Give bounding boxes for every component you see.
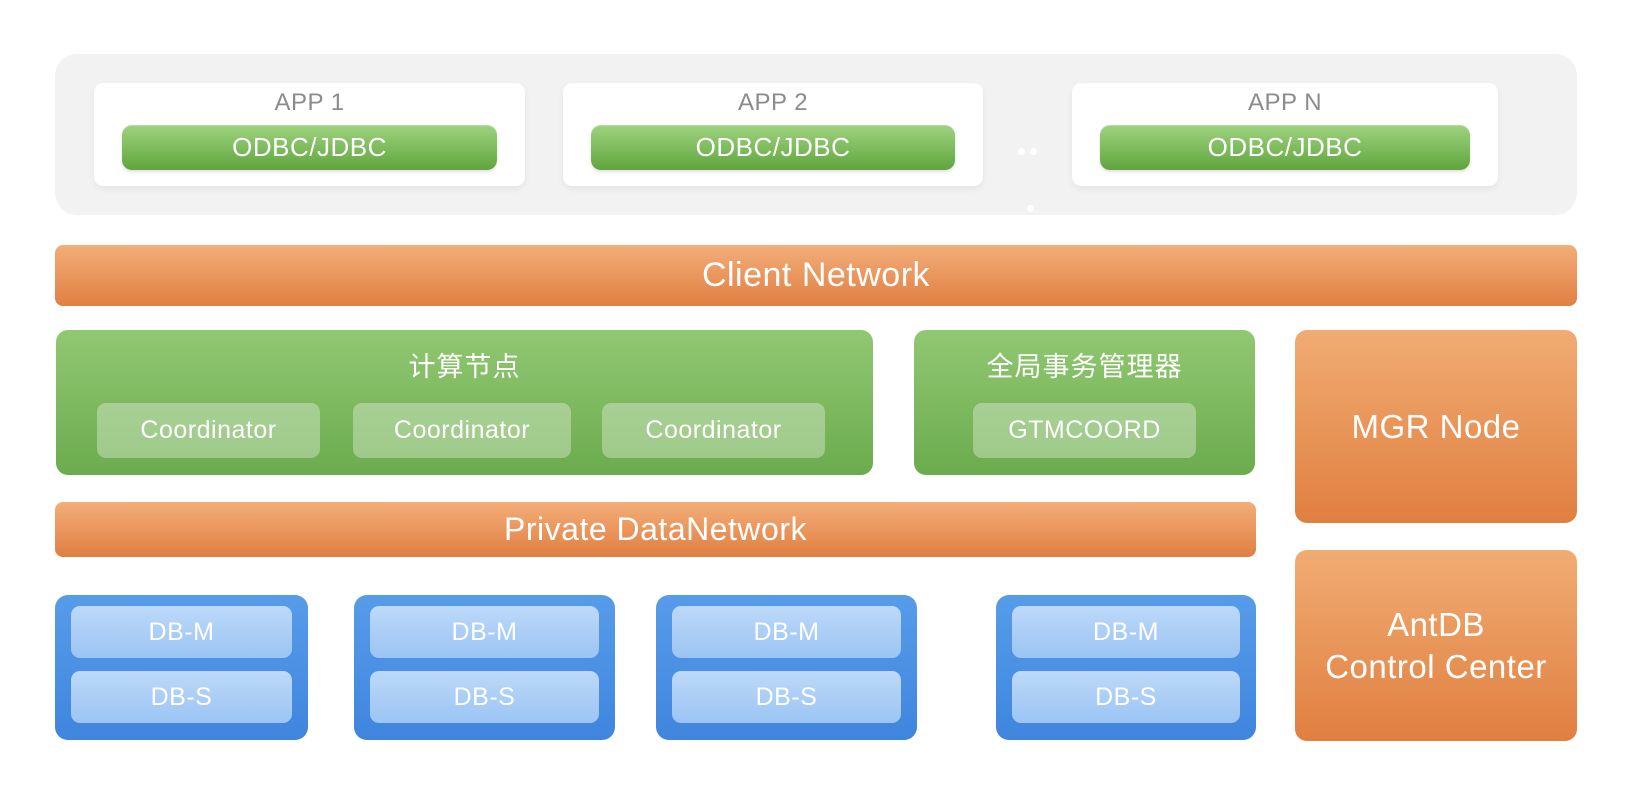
odbc-jdbc-block: ODBC/JDBC <box>122 125 497 170</box>
antdb-control-center-box: AntDB Control Center <box>1295 550 1577 741</box>
db-group: DB-M DB-S <box>55 595 308 740</box>
mgr-node-box: MGR Node <box>1295 330 1577 523</box>
app-layer-panel: APP 1 ODBC/JDBC APP 2 ODBC/JDBC APP N OD… <box>55 54 1577 215</box>
app-title: APP 1 <box>274 89 345 116</box>
ellipsis-dot <box>1018 148 1025 155</box>
db-slave-block: DB-S <box>1012 671 1240 723</box>
db-master-block: DB-M <box>370 606 599 658</box>
compute-node-title: 计算节点 <box>408 352 521 382</box>
db-master-block: DB-M <box>71 606 292 658</box>
db-master-block: DB-M <box>1012 606 1240 658</box>
coordinator-block: Coordinator <box>353 403 571 458</box>
app-card-n: APP N ODBC/JDBC <box>1072 83 1498 186</box>
db-slave-block: DB-S <box>672 671 901 723</box>
db-master-block: DB-M <box>672 606 901 658</box>
client-network-bar: Client Network <box>55 245 1577 306</box>
odbc-jdbc-block: ODBC/JDBC <box>1100 125 1470 170</box>
db-group: DB-M DB-S <box>996 595 1256 740</box>
db-slave-block: DB-S <box>71 671 292 723</box>
coordinator-block: Coordinator <box>97 403 320 458</box>
db-group: DB-M DB-S <box>656 595 917 740</box>
db-slave-block: DB-S <box>370 671 599 723</box>
control-center-line-1: AntDB <box>1387 605 1485 643</box>
app-card-1: APP 1 ODBC/JDBC <box>94 83 525 186</box>
app-card-2: APP 2 ODBC/JDBC <box>563 83 983 186</box>
private-data-network-bar: Private DataNetwork <box>55 502 1256 557</box>
db-group: DB-M DB-S <box>354 595 615 740</box>
ellipsis-dot <box>1027 205 1034 212</box>
coordinator-block: Coordinator <box>602 403 825 458</box>
compute-node-box: 计算节点 Coordinator Coordinator Coordinator <box>56 330 873 475</box>
mgr-node-label: MGR Node <box>1351 407 1521 445</box>
control-center-line-2: Control Center <box>1325 647 1547 685</box>
gtm-title: 全局事务管理器 <box>986 352 1183 382</box>
gtm-box: 全局事务管理器 GTMCOORD <box>914 330 1255 475</box>
gtmcoord-block: GTMCOORD <box>973 403 1196 458</box>
odbc-jdbc-block: ODBC/JDBC <box>591 125 955 170</box>
app-title: APP N <box>1247 89 1323 116</box>
ellipsis-dot <box>1030 148 1037 155</box>
app-title: APP 2 <box>737 89 809 116</box>
